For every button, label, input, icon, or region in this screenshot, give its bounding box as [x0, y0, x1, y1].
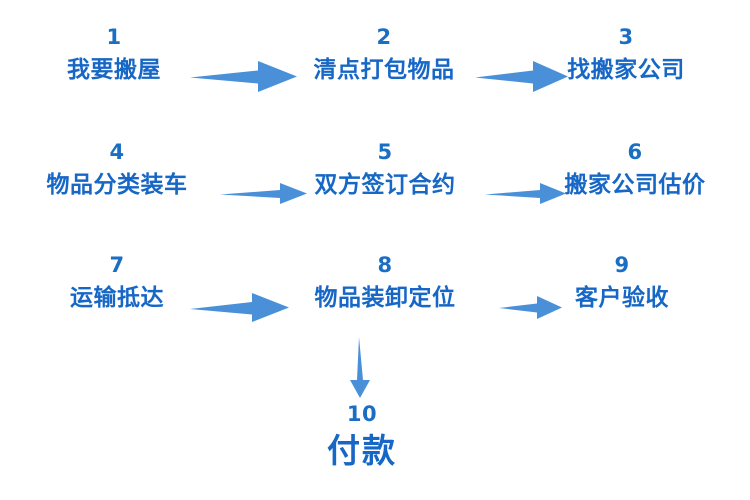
step-label: 我要搬屋 [67, 57, 161, 83]
step-node-9[interactable]: 9 客户验收 [575, 255, 669, 310]
arrow-7-to-8 [190, 292, 290, 324]
step-label: 清点打包物品 [313, 57, 455, 83]
step-number: 7 [109, 253, 125, 277]
step-number: 4 [109, 140, 125, 164]
arrow-8-to-10 [345, 337, 375, 399]
step-label: 物品分类装车 [46, 172, 188, 198]
step-node-8[interactable]: 8 物品装卸定位 [315, 255, 456, 310]
step-number: 3 [618, 25, 634, 49]
step-node-6[interactable]: 6 搬家公司估价 [565, 142, 706, 197]
step-number: 6 [627, 140, 643, 164]
step-number: 10 [346, 402, 378, 426]
step-node-5[interactable]: 5 双方签订合约 [315, 142, 456, 197]
step-label: 双方签订合约 [314, 172, 456, 198]
step-node-3[interactable]: 3 找搬家公司 [567, 27, 685, 82]
step-label: 运输抵达 [70, 285, 164, 311]
step-number: 5 [377, 140, 393, 164]
step-label: 物品装卸定位 [314, 285, 456, 311]
step-label: 找搬家公司 [567, 57, 685, 83]
step-number: 2 [376, 25, 392, 49]
step-number: 8 [377, 253, 393, 277]
step-label: 搬家公司估价 [564, 172, 706, 198]
arrow-2-to-3 [475, 60, 569, 94]
step-node-2[interactable]: 2 清点打包物品 [314, 27, 455, 82]
step-node-10[interactable]: 10 付款 [327, 402, 397, 470]
step-node-7[interactable]: 7 运输抵达 [70, 255, 164, 310]
step-node-4[interactable]: 4 物品分类装车 [47, 142, 188, 197]
arrow-8-to-9 [499, 295, 563, 321]
step-label: 付款 [327, 431, 397, 470]
arrow-1-to-2 [190, 60, 298, 94]
step-number: 9 [614, 253, 630, 277]
step-node-1[interactable]: 1 我要搬屋 [67, 27, 161, 82]
arrow-5-to-6 [485, 182, 567, 206]
step-label: 客户验收 [575, 285, 669, 311]
step-number: 1 [106, 25, 122, 49]
arrow-4-to-5 [220, 182, 308, 206]
